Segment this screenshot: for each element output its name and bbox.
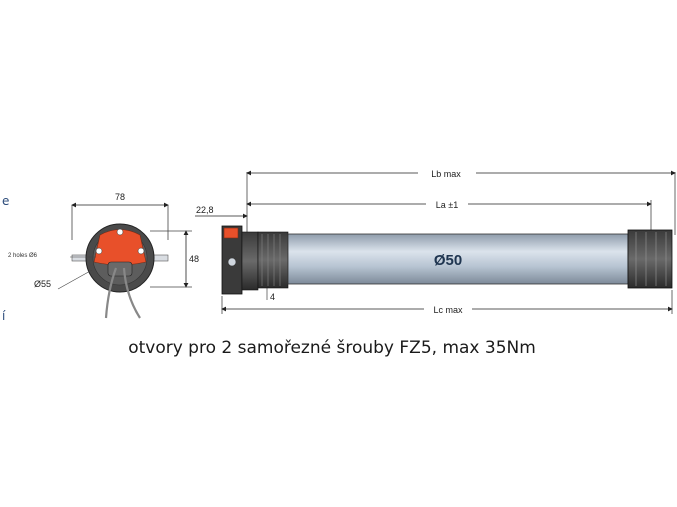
edge-mark-top: e [2,194,10,208]
motor-tube [287,233,629,285]
drive-section [257,231,289,289]
caption: otvory pro 2 samořezné šrouby FZ5, max 3… [128,338,536,358]
height-dimension-label: 48 [189,254,199,264]
end-view: 78 48 2 holes Ø6 Ø55 [8,192,199,319]
lc-label: Lc max [433,305,463,315]
la-label: La ±1 [436,200,458,210]
edge-mark-bottom: í [2,309,6,323]
holes-label: 2 holes Ø6 [8,253,38,259]
cable [104,267,118,319]
orange-mark [223,227,239,239]
offset-label: 4 [270,292,275,302]
tube-view: Lb max La ±1 22,8 Ø50 4 [195,167,676,315]
end-cap [627,229,673,289]
width-dimension-label: 78 [115,192,125,202]
orange-head-plate [93,229,147,266]
diameter-label: Ø55 [34,279,51,289]
tube-diameter-label: Ø50 [434,252,462,269]
head-dimension-label: 22,8 [196,205,214,215]
lb-label: Lb max [431,169,461,179]
